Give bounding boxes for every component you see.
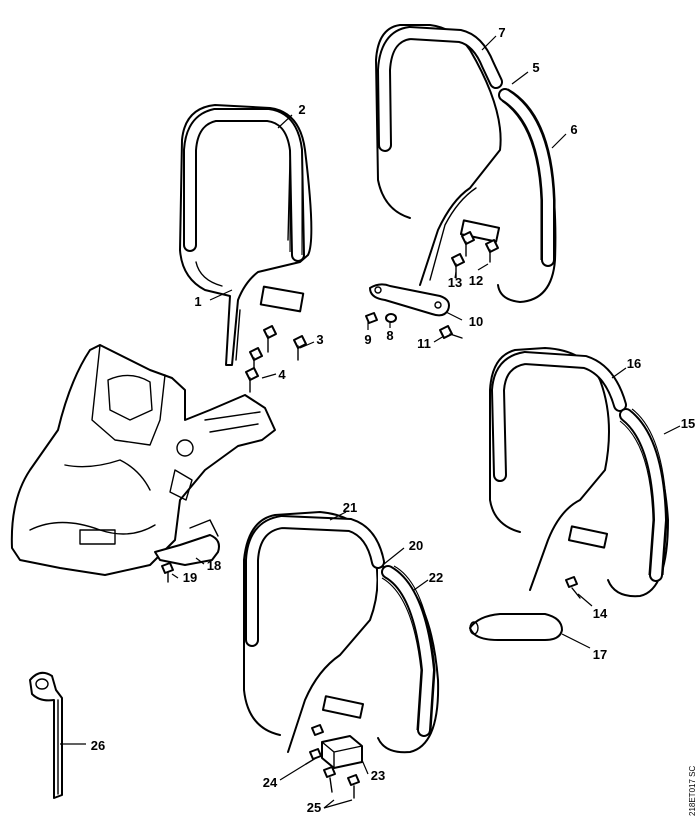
callout-20: 20 [409,538,423,553]
screws-3-4 [245,325,307,393]
callout-23: 23 [371,768,385,783]
callout-21: 21 [343,500,357,515]
callout-2: 2 [298,102,305,117]
grip-sleeve-small [183,108,305,262]
spacer-17 [469,613,563,641]
callout-13: 13 [448,275,462,290]
callout-5: 5 [532,60,539,75]
grip-sleeve-right [490,350,668,582]
handle-bar-small [179,104,313,366]
handle-bar-large [375,24,557,303]
callout-8: 8 [386,328,393,343]
screw-19 [161,562,174,583]
callout-24: 24 [263,775,278,790]
handle-bar-right [489,347,669,598]
combination-wrench [29,671,63,799]
callout-12: 12 [469,273,483,288]
callout-7: 7 [498,25,505,40]
callout-25: 25 [307,800,321,815]
callout-14: 14 [593,606,608,621]
callout-4: 4 [278,367,286,382]
leader-lines [60,35,681,809]
document-reference: 218ET017 SC [688,766,697,816]
callout-26: 26 [91,738,105,753]
callout-16: 16 [627,356,641,371]
callout-19: 19 [183,570,197,585]
callout-9: 9 [364,332,371,347]
callout-10: 10 [469,314,483,329]
grip-sleeve-bottom [245,514,436,737]
callout-17: 17 [593,647,607,662]
callout-11: 11 [417,336,431,351]
callout-1: 1 [194,294,201,309]
callout-22: 22 [429,570,443,585]
callouts: 1 2 3 4 5 6 7 8 9 10 11 12 13 14 15 16 1… [91,25,695,815]
spacer-10 [369,283,450,317]
screws-24-25 [305,724,360,799]
screws-8-13 [365,231,499,339]
callout-6: 6 [570,122,577,137]
chainsaw-housing [10,344,276,576]
screw-14 [565,576,581,599]
callout-18: 18 [207,558,221,573]
bracket-18 [154,519,220,566]
callout-15: 15 [681,416,695,431]
callout-3: 3 [316,332,323,347]
grip-sleeve-large [376,25,556,267]
block-23 [321,735,363,769]
